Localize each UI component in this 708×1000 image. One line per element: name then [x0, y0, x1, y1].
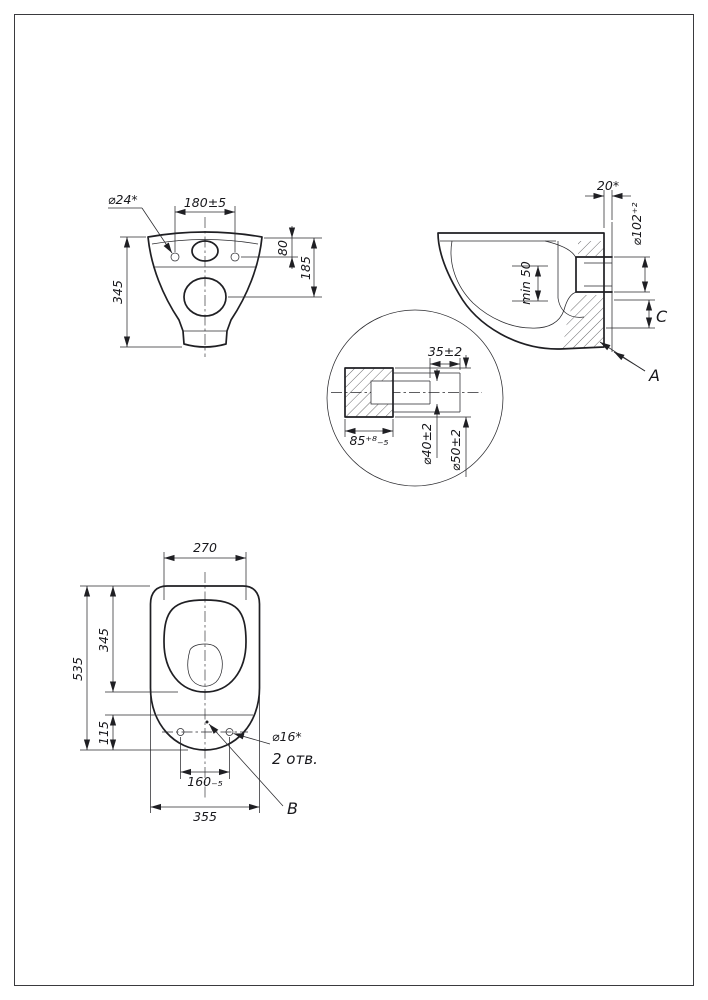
- top-fix-hole-left: [176, 728, 185, 736]
- front-drain-hole: [191, 240, 219, 262]
- sheet-border: [14, 14, 694, 986]
- dim-top-seat-length: 345: [96, 628, 111, 652]
- dim-detail-insert-depth: 35±2: [428, 344, 462, 359]
- top-fix-hole-right: [225, 728, 234, 736]
- front-outline: [147, 231, 263, 348]
- dim-front-hole-dia: ⌀24*: [108, 192, 138, 207]
- detail-sleeve-lines: [393, 372, 461, 413]
- dim-detail-inner-dia: ⌀40±2: [419, 423, 434, 465]
- top-view: 270 535 345 115 160₋₅ 355 ⌀16* 2 отв. B: [70, 540, 318, 824]
- dim-detail-outer-dia: ⌀50±2: [448, 429, 463, 471]
- label-detail-a: A: [648, 366, 660, 385]
- detail-view: 35±2 85⁺⁸₋₅ ⌀40±2 ⌀50±2: [326, 309, 504, 487]
- front-mount-hole-left: [170, 252, 180, 262]
- dim-top-fix-hole-dia: ⌀16*: [272, 729, 302, 744]
- side-bowl-inner: [450, 240, 532, 329]
- front-mount-hole-right: [230, 252, 240, 262]
- top-drain-contour: [187, 643, 223, 687]
- dim-top-seat-width: 270: [193, 540, 217, 555]
- side-section-hatch-bottom: [562, 295, 604, 348]
- front-bowl-opening: [183, 277, 227, 317]
- dim-front-top-to-bowl: 185: [298, 256, 313, 280]
- dim-front-top-to-hole: 80: [275, 240, 290, 256]
- label-point-b: B: [287, 799, 298, 818]
- side-section-hatch-top: [578, 241, 604, 256]
- detail-flange-outline: [344, 367, 394, 418]
- label-dimension-c: C: [656, 307, 668, 326]
- dim-top-front-offset: 115: [96, 721, 111, 745]
- front-rim-line: [151, 239, 259, 245]
- dim-front-hole-spacing: 180±5: [184, 195, 226, 210]
- dim-front-height: 345: [110, 280, 125, 304]
- top-seat-opening: [163, 599, 247, 693]
- outlet-spigot: [575, 256, 613, 293]
- dim-side-outlet-dia: ⌀102⁺²: [629, 203, 644, 246]
- dim-detail-length: 85⁺⁸₋₅: [349, 433, 388, 448]
- side-outline: [437, 232, 605, 350]
- dim-top-overall-width: 355: [193, 809, 217, 824]
- detail-bore-notch: [370, 380, 393, 405]
- dim-top-fix-hole-count: 2 отв.: [272, 750, 318, 768]
- front-view: 345 180±5 ⌀24* 80 185: [108, 192, 322, 357]
- side-view: 20* ⌀102⁺² C min 50 A: [437, 178, 668, 385]
- dim-top-hole-spacing: 160₋₅: [187, 774, 222, 789]
- detail-boundary-circle: [326, 309, 504, 487]
- dim-side-wall-gap: 20*: [597, 178, 619, 193]
- detail-spigot-lines: [393, 380, 431, 405]
- point-b-marker: [205, 720, 209, 724]
- dim-side-seal-depth: min 50: [518, 261, 533, 304]
- top-outline: [149, 585, 261, 751]
- dim-top-overall-length: 535: [70, 657, 85, 681]
